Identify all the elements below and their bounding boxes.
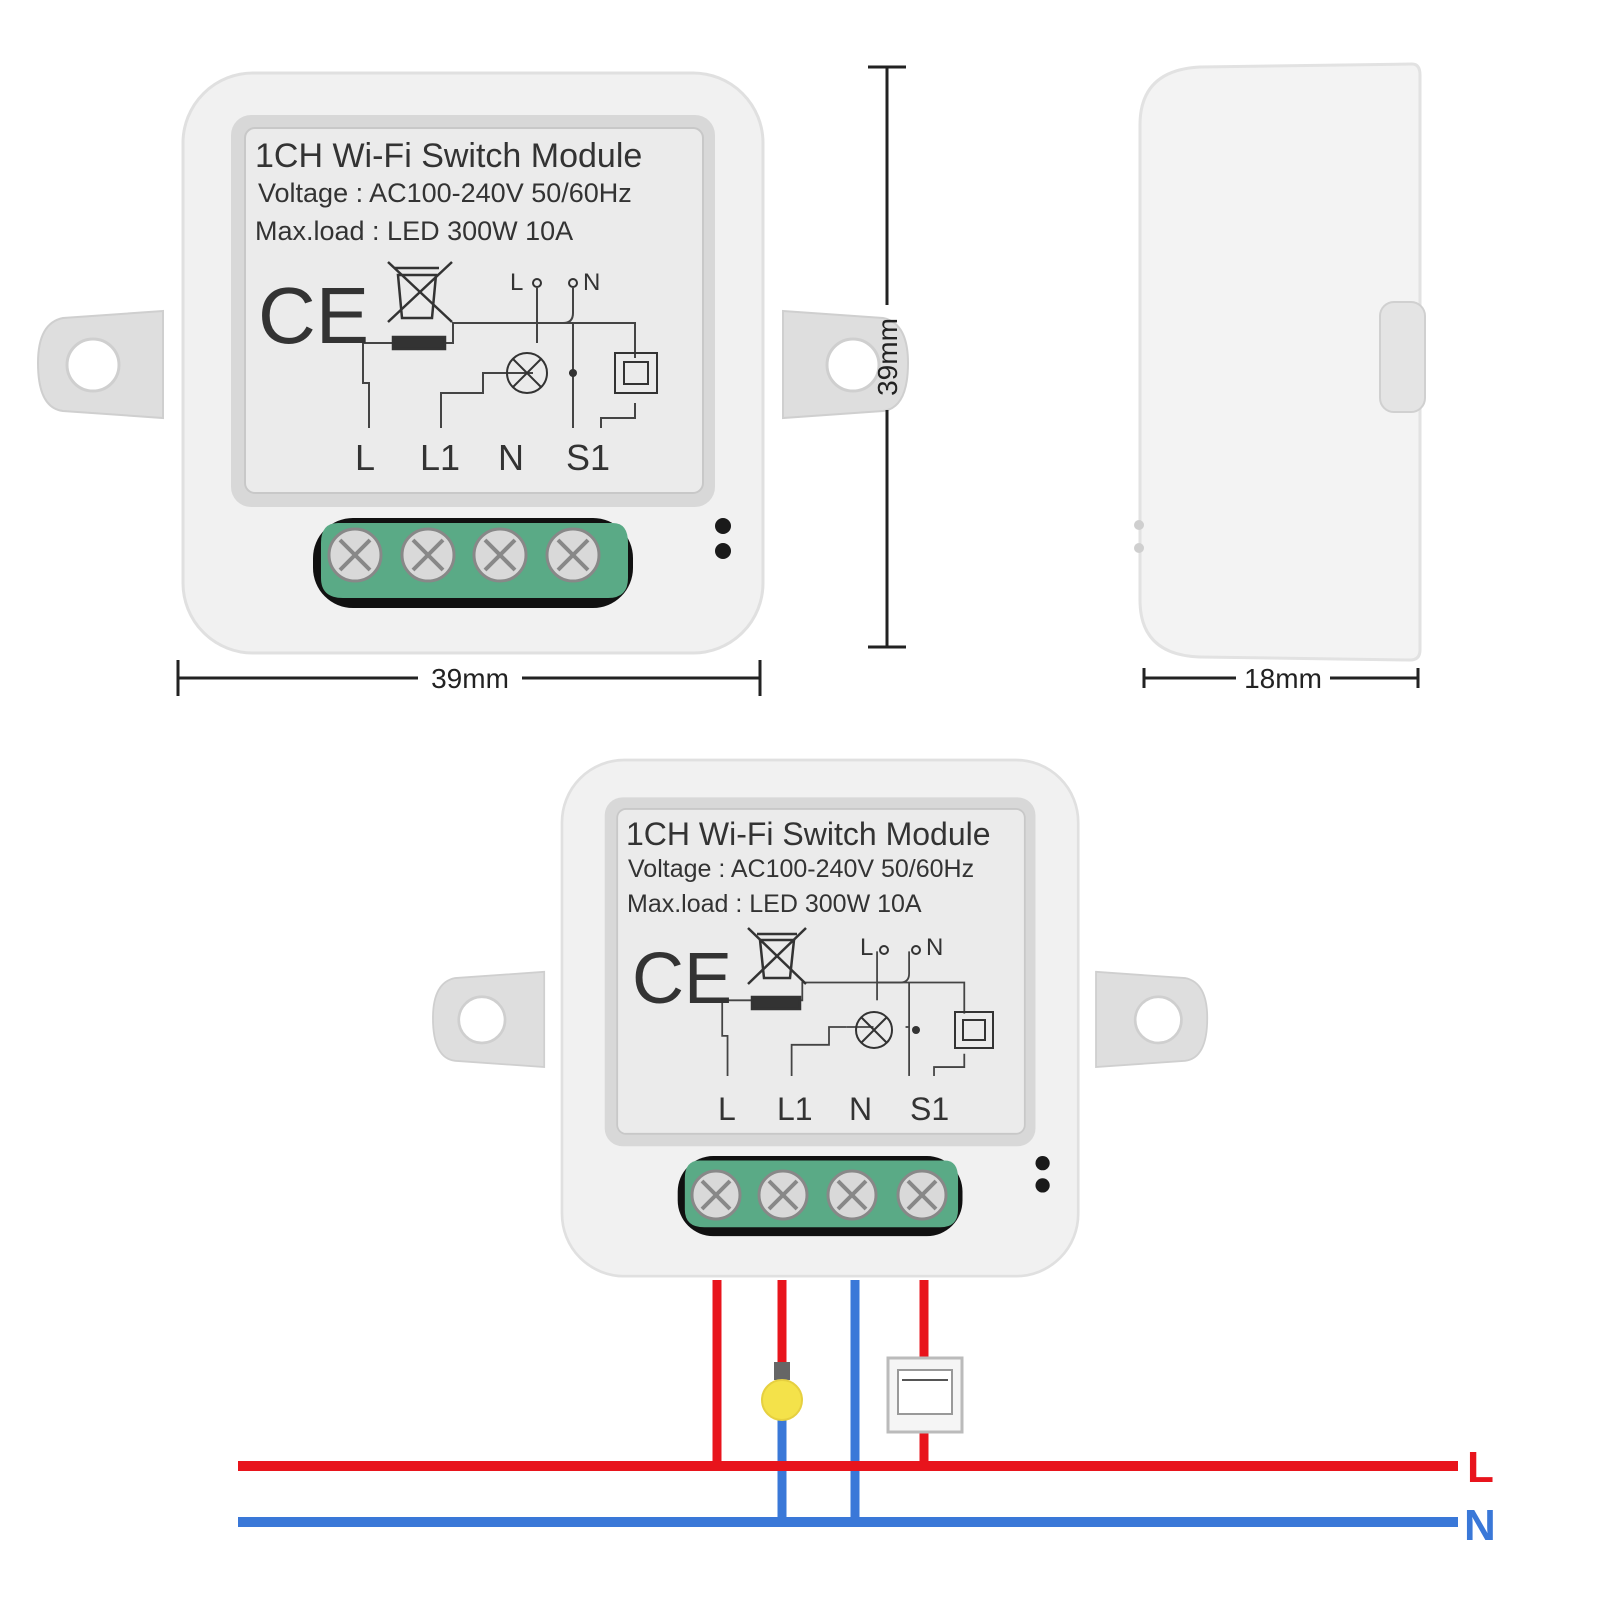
width-dimension (176, 660, 762, 696)
screw-terminal-icon (757, 1169, 809, 1221)
screw-terminals-wiring (690, 1169, 948, 1221)
live-bus-label: L (1467, 1443, 1494, 1492)
terminal-label-s1-2: S1 (910, 1091, 949, 1127)
ce-mark-icon: CE (258, 271, 369, 360)
screw-terminal-icon (545, 527, 601, 583)
module-side-view (1134, 62, 1426, 662)
screw-terminal-icon (826, 1169, 878, 1221)
schematic-top-right-label-2: N (926, 934, 943, 961)
module-max-load: Max.load : LED 300W 10A (255, 216, 573, 246)
lamp-symbol-icon (855, 1011, 893, 1049)
wall-switch-icon (886, 1356, 964, 1434)
height-dimension-label: 39mm (872, 318, 903, 396)
depth-dimension (1142, 668, 1420, 688)
light-bulb-icon (761, 1362, 803, 1421)
front-view-label: 1CH Wi-Fi Switch Module Voltage : AC100-… (255, 137, 658, 478)
switch-symbol-icon (614, 352, 658, 394)
screw-terminal-icon (690, 1169, 742, 1221)
height-dimension (868, 65, 906, 649)
screw-terminal-icon (896, 1169, 948, 1221)
wiring-view-label: 1CH Wi-Fi Switch Module Voltage : AC100-… (626, 816, 994, 1127)
module-max-load-2: Max.load : LED 300W 10A (627, 890, 922, 918)
terminal-label-s1: S1 (566, 437, 610, 478)
screw-terminal-icon (472, 527, 528, 583)
terminal-label-l-2: L (718, 1091, 736, 1127)
neutral-bus-label: N (1464, 1501, 1496, 1550)
screw-terminal-icon (327, 527, 383, 583)
module-title: 1CH Wi-Fi Switch Module (255, 137, 642, 175)
weee-bin-icon (387, 261, 453, 351)
module-voltage-2: Voltage : AC100-240V 50/60Hz (628, 855, 974, 883)
terminal-label-n: N (498, 437, 524, 478)
terminal-label-l1-2: L1 (777, 1091, 813, 1127)
width-dimension-label: 39mm (431, 663, 509, 694)
schematic-top-left-label: L (510, 269, 523, 296)
ce-mark-icon: CE (632, 939, 732, 1019)
terminal-label-n-2: N (849, 1091, 872, 1127)
depth-dimension-label: 18mm (1244, 663, 1322, 694)
schematic-top-left-label-2: L (860, 934, 873, 961)
schematic-top-right-label: N (583, 269, 600, 296)
screw-terminals-front (327, 527, 601, 583)
screw-terminal-icon (400, 527, 456, 583)
wiring-diagram (238, 1280, 1458, 1527)
module-title-2: 1CH Wi-Fi Switch Module (626, 816, 991, 852)
weee-bin-icon (747, 927, 807, 1011)
terminal-label-l: L (355, 437, 375, 478)
terminal-label-l1: L1 (420, 437, 460, 478)
lamp-symbol-icon (506, 352, 548, 394)
switch-symbol-icon (954, 1011, 994, 1049)
module-voltage: Voltage : AC100-240V 50/60Hz (258, 178, 632, 208)
